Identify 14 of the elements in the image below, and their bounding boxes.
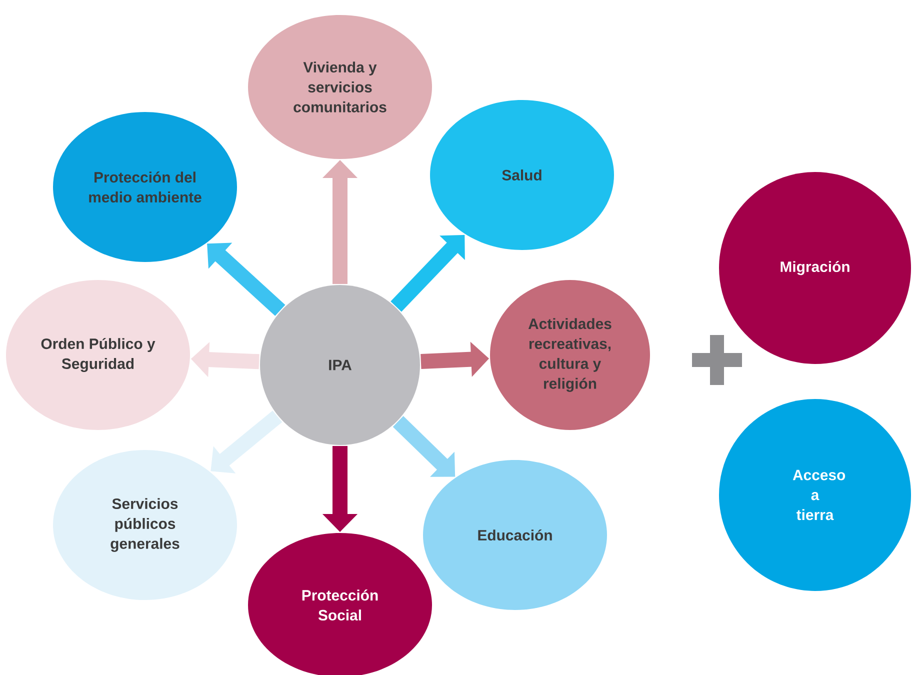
ellipse-node: Servicios públicos generales bbox=[53, 450, 237, 600]
ellipse-node: Orden Público y Seguridad bbox=[6, 280, 190, 430]
block-arrow bbox=[210, 410, 282, 474]
ellipse-node: Protección del medio ambiente bbox=[53, 112, 237, 262]
ellipse-node: Actividades recreativas, cultura y religión bbox=[490, 280, 650, 430]
block-arrow bbox=[392, 416, 456, 477]
circle-node: IPA bbox=[260, 285, 420, 445]
ellipse-node: Salud bbox=[430, 100, 614, 250]
ellipse-node: Vivienda y servicios comunitarios bbox=[248, 15, 432, 159]
ellipse-node: Educación bbox=[423, 460, 607, 610]
circle-node: Migración bbox=[719, 172, 911, 364]
block-arrow bbox=[207, 242, 286, 316]
block-arrow bbox=[390, 234, 465, 312]
circle-node: Acceso a tierra bbox=[719, 399, 911, 591]
